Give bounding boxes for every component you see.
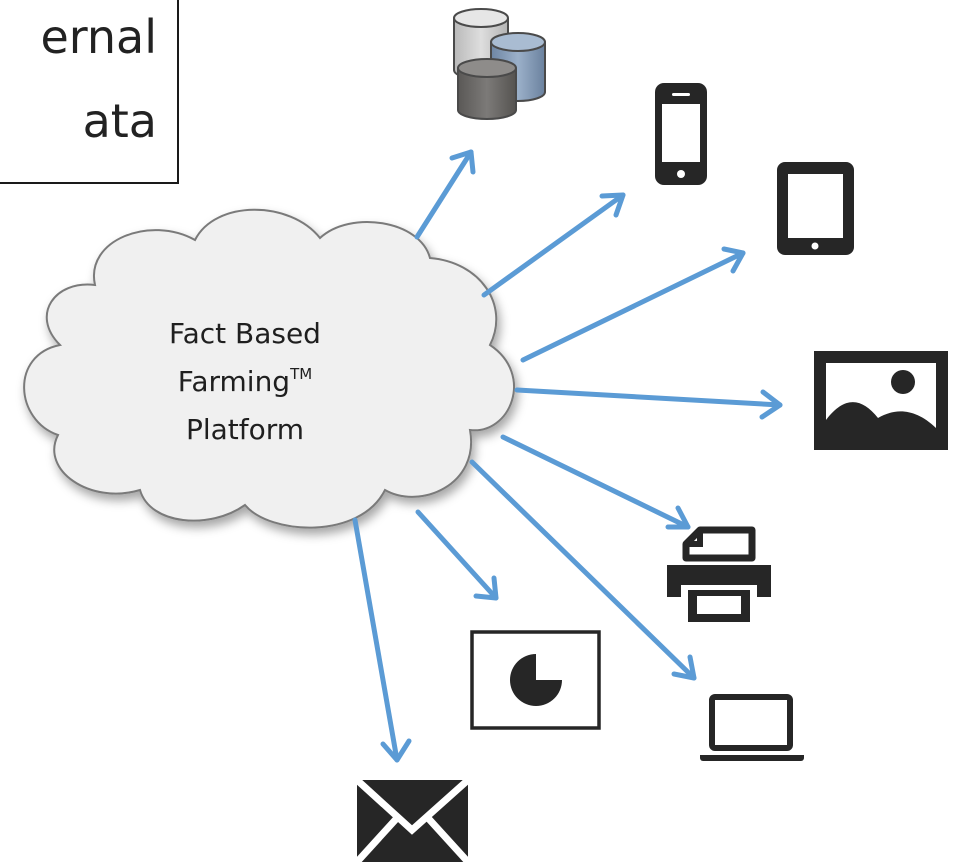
laptop-icon: [700, 694, 804, 761]
arrow-to-email: [352, 517, 412, 763]
arrow-to-pie-chart: [415, 509, 499, 601]
platform-label-line3: Platform: [185, 413, 305, 446]
platform-cloud: [23, 208, 515, 529]
external-data-line2: ata: [82, 94, 157, 148]
printer-icon: [667, 526, 771, 622]
platform-label-farming: Farming: [177, 365, 291, 398]
external-data-box: ernal ata: [0, 0, 179, 184]
arrow-to-tablet: [520, 246, 746, 363]
email-icon: [354, 777, 471, 865]
arrow-to-smartphone: [481, 192, 626, 298]
database-icon: [453, 8, 546, 120]
tablet-icon: [777, 162, 854, 255]
platform-label-line2: FarmingTM: [115, 358, 375, 406]
arrow-to-laptop: [469, 459, 697, 681]
pie-chart-icon: [470, 630, 601, 730]
trademark-mark: TM: [290, 365, 313, 383]
platform-label: Fact Based FarmingTM Platform: [115, 310, 375, 454]
platform-label-line1: Fact Based: [169, 317, 321, 350]
arrows: [352, 149, 783, 763]
arrow-to-database: [414, 149, 476, 240]
arrow-to-printer: [500, 434, 691, 530]
smartphone-icon: [655, 83, 707, 185]
arrow-to-image: [514, 387, 783, 420]
image-icon: [814, 351, 948, 450]
external-data-line1: ernal: [40, 10, 157, 64]
